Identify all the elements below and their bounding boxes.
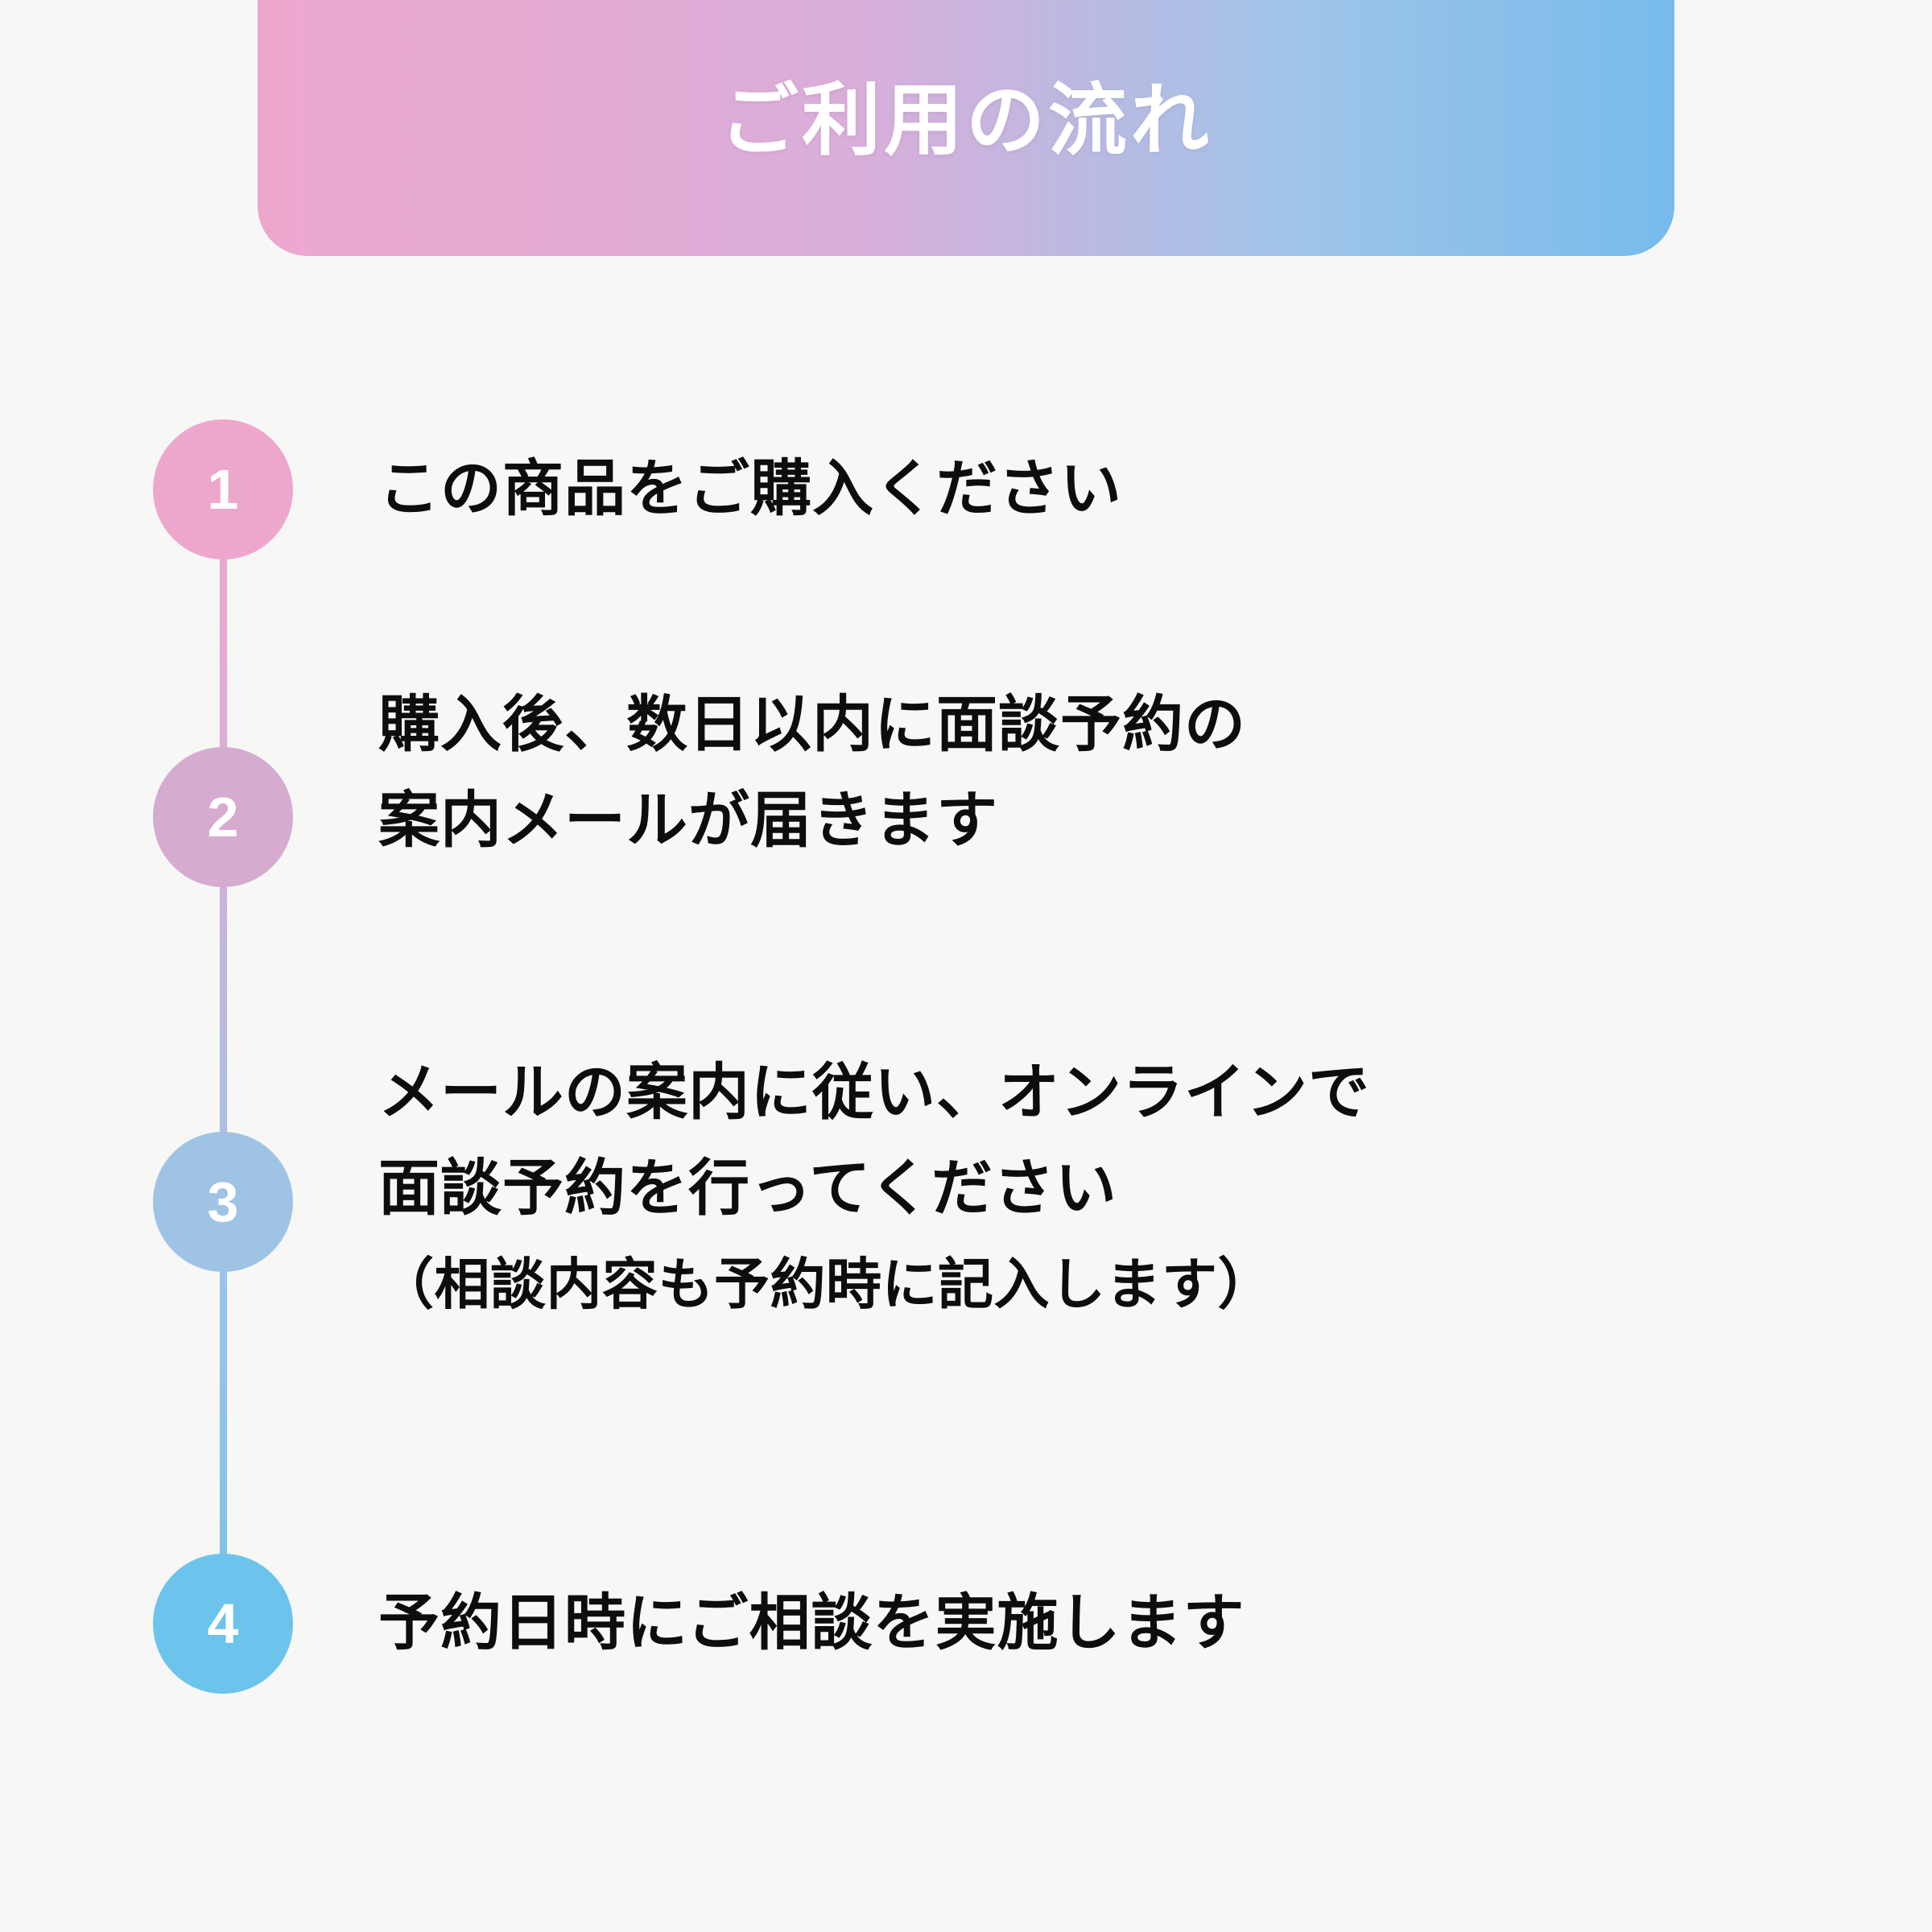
step-line-note: （相談内容も予約時に記入します） bbox=[378, 1253, 1274, 1315]
step-number-label-3: 3 bbox=[207, 1170, 239, 1233]
step-number-label-4: 4 bbox=[207, 1592, 239, 1655]
step-line: この商品をご購入ください bbox=[378, 455, 1122, 523]
step-number-badge-4: 4 bbox=[153, 1554, 293, 1694]
step-line: 予約日時にご相談を実施します bbox=[378, 1589, 1245, 1657]
step-number-badge-2: 2 bbox=[153, 747, 293, 887]
step-description-1: この商品をご購入ください bbox=[378, 441, 1122, 537]
step-description-2: 購入後、数日以内に面談予約の 案内メールが届きます bbox=[378, 677, 1246, 869]
step-description-4: 予約日時にご相談を実施します bbox=[378, 1575, 1245, 1671]
timeline-connector-line bbox=[220, 489, 227, 1624]
step-line: 案内メールが届きます bbox=[378, 786, 998, 855]
steps-timeline: 1 この商品をご購入ください 2 購入後、数日以内に面談予約の 案内メールが届き… bbox=[0, 354, 1932, 1803]
step-number-label-1: 1 bbox=[207, 458, 239, 521]
step-line: メールの案内に従い、オンラインで bbox=[378, 1059, 1370, 1127]
header-banner: ご利用の流れ bbox=[258, 0, 1674, 256]
step-number-badge-3: 3 bbox=[153, 1132, 293, 1272]
step-description-3: メールの案内に従い、オンラインで 面談予約を行ってください （相談内容も予約時に… bbox=[378, 1045, 1370, 1332]
step-line: 購入後、数日以内に面談予約の bbox=[378, 691, 1246, 759]
step-line: 面談予約を行ってください bbox=[378, 1154, 1117, 1223]
page-title: ご利用の流れ bbox=[719, 76, 1212, 164]
step-number-label-2: 2 bbox=[207, 786, 239, 848]
step-number-badge-1: 1 bbox=[153, 419, 293, 559]
